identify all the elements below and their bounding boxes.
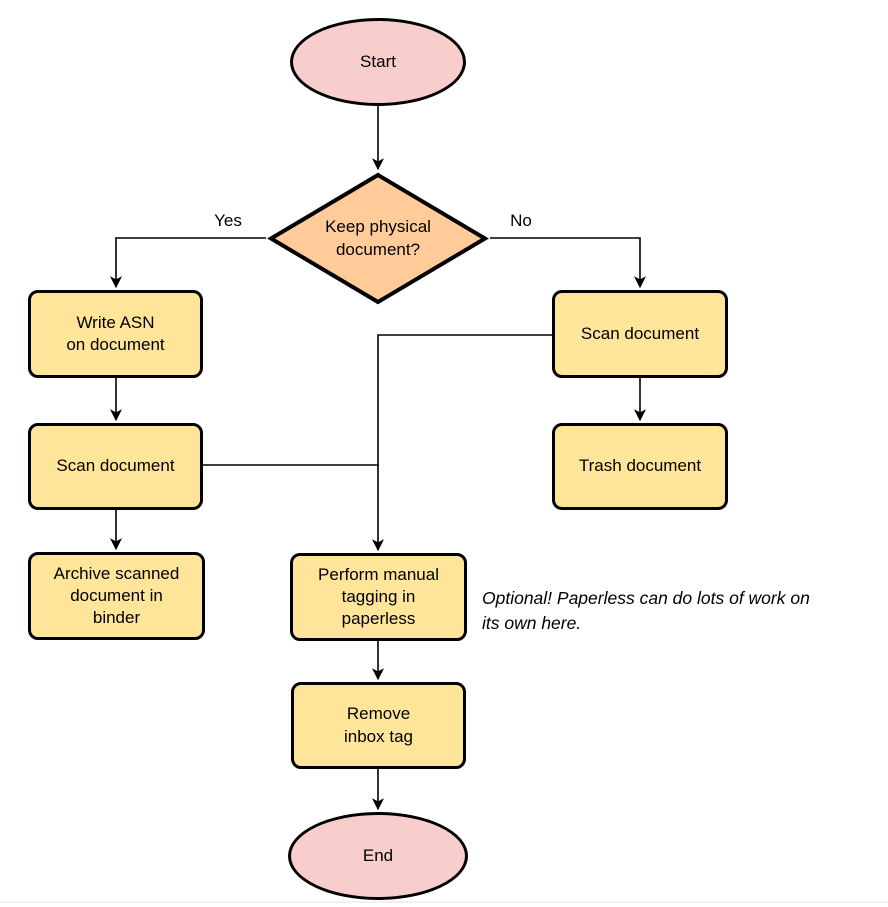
node-decision: Keep physical document? xyxy=(266,172,490,305)
node-write-asn: Write ASN on document xyxy=(28,290,203,378)
node-archive-label: Archive scanned document in binder xyxy=(53,563,180,628)
node-start-label: Start xyxy=(360,51,396,71)
node-scan-right: Scan document xyxy=(552,290,728,378)
node-start: Start xyxy=(290,18,466,106)
node-scan-right-label: Scan document xyxy=(580,323,700,343)
edge-label-no: No xyxy=(510,211,532,230)
node-write-asn-label: Write ASN on document xyxy=(66,312,165,354)
node-scan-left: Scan document xyxy=(28,423,203,510)
node-end: End xyxy=(288,812,468,900)
node-archive: Archive scanned document in binder xyxy=(28,552,205,640)
node-decision-label: Keep physical document? xyxy=(325,217,431,259)
edge-scan-right-to-tagging xyxy=(372,334,552,552)
node-trash: Trash document xyxy=(552,423,728,510)
edge-decision-yes-to-write-asn xyxy=(110,237,266,289)
node-remove-inbox: Remove inbox tag xyxy=(291,682,466,769)
edge-label-yes: Yes xyxy=(214,211,242,230)
node-tagging-label: Perform manual tagging in paperless xyxy=(318,564,439,629)
node-trash-label: Trash document xyxy=(578,456,702,476)
node-scan-left-label: Scan document xyxy=(56,456,175,476)
node-remove-inbox-label: Remove inbox tag xyxy=(344,704,413,746)
bottom-divider xyxy=(0,901,888,903)
edge-decision-no-to-scan-right xyxy=(490,237,646,289)
node-tagging: Perform manual tagging in paperless xyxy=(290,553,467,641)
decision-diamond-shape xyxy=(267,172,489,305)
annotation-optional: Optional! Paperless can do lots of work … xyxy=(482,588,810,633)
node-end-label: End xyxy=(362,845,394,865)
